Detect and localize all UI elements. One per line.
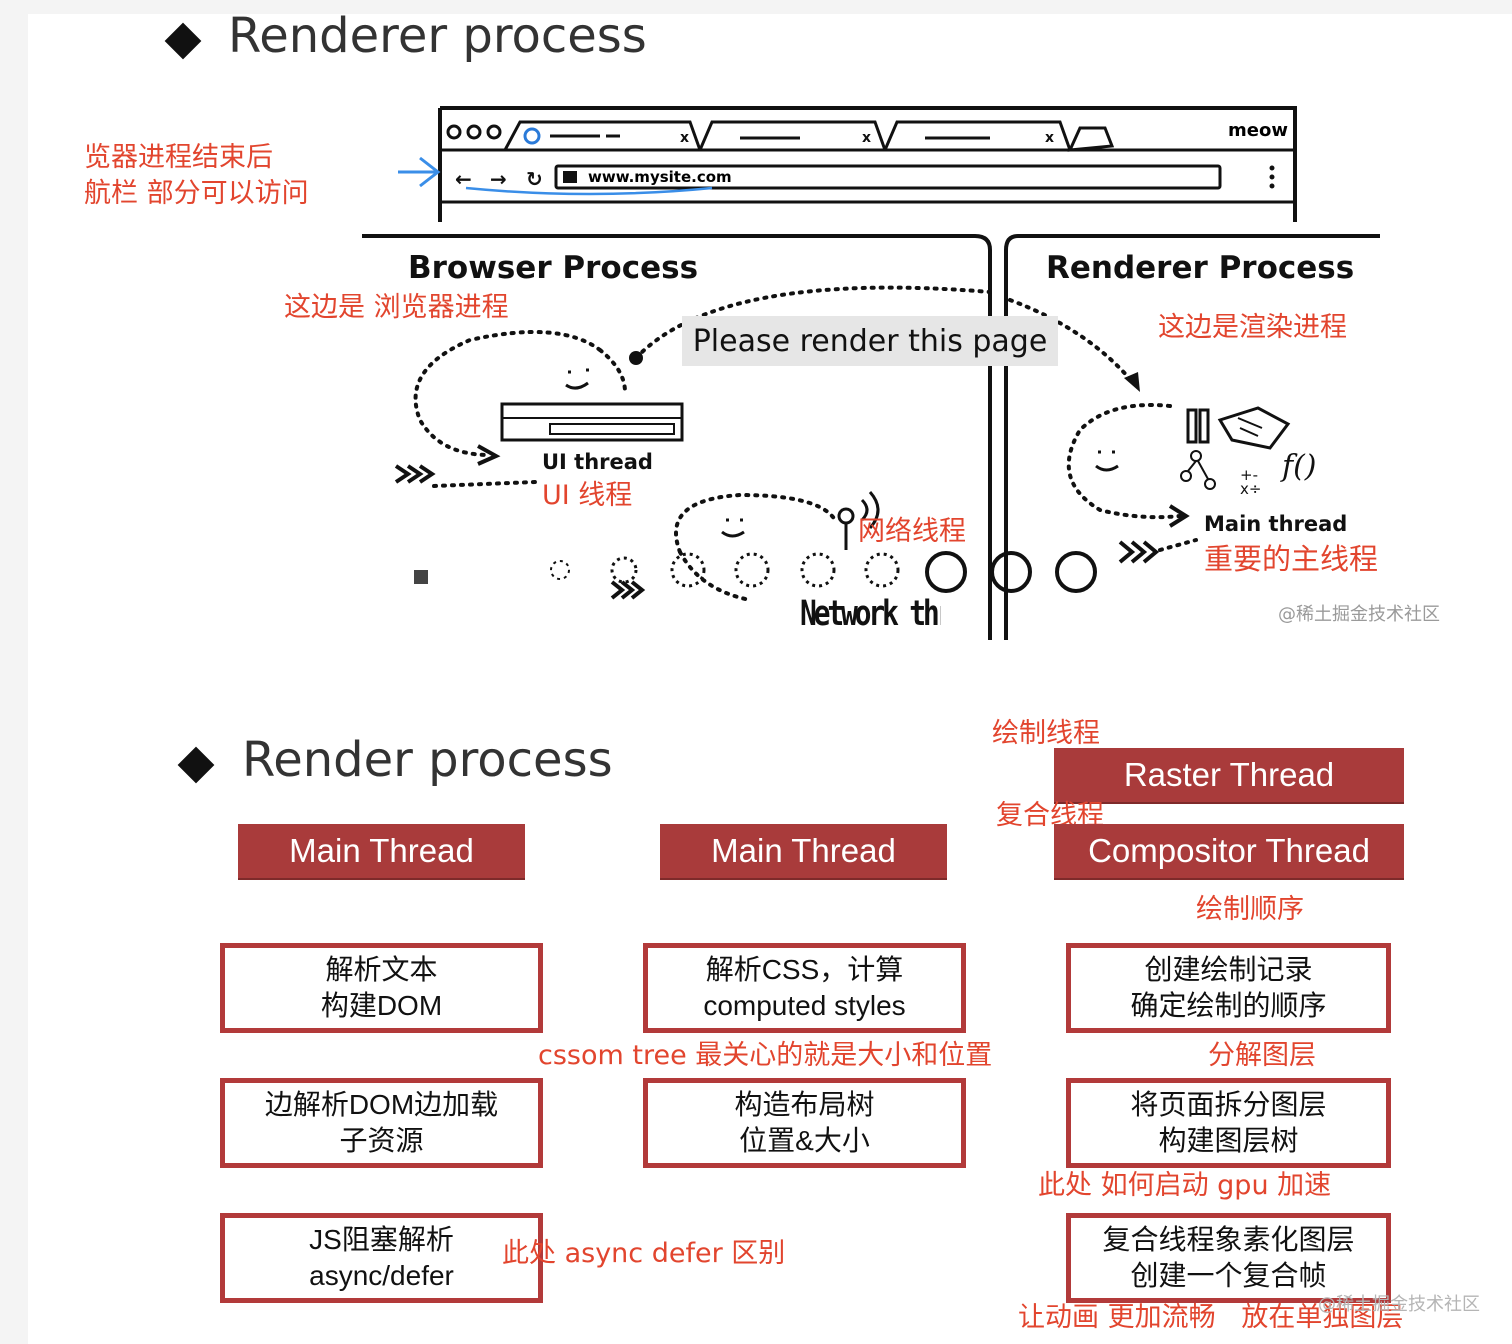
renderer-process-label: Renderer Process: [1046, 250, 1355, 286]
note-animation: 让动画 更加流畅 放在单独图层: [1018, 1302, 1404, 1333]
tab-close-icon: x: [1045, 130, 1054, 146]
compositor-thread-header: Compositor Thread: [1054, 824, 1404, 878]
raster-thread-header: Raster Thread: [1054, 748, 1404, 802]
step-line: 确定绘制的顺序: [1130, 990, 1327, 1021]
back-arrow-icon: ←: [455, 167, 472, 191]
step-line: async/defer: [309, 1260, 454, 1291]
note-ui-thread: UI 线程: [542, 480, 633, 511]
step-line: 创建一个复合帧: [1130, 1260, 1327, 1291]
note-nav-line1: 览器进程结束后: [84, 142, 273, 173]
step-line: 解析CSS，计算: [705, 953, 904, 985]
note-main-thread: 重要的主线程: [1204, 542, 1379, 576]
step-parse-html: 解析文本 构建DOM: [220, 943, 543, 1033]
note-renderer-process: 这边是渲染进程: [1158, 312, 1347, 343]
step-line: 复合线程象素化图层: [1102, 1223, 1355, 1255]
step-line: 解析文本: [325, 953, 438, 985]
svg-text:+-: +-: [1240, 466, 1258, 484]
note-paint-order: 绘制顺序: [1196, 894, 1304, 925]
step-line: 将页面拆分图层: [1130, 1088, 1327, 1120]
step-line: JS阻塞解析: [309, 1223, 454, 1255]
step-paint-records: 创建绘制记录 确定绘制的顺序: [1066, 943, 1391, 1033]
browser-window-illustration: x x x ← → ↻: [362, 106, 1380, 640]
svg-text:x÷: x÷: [1240, 480, 1261, 498]
step-line: 子资源: [339, 1125, 424, 1156]
tab-close-icon: x: [862, 130, 871, 146]
note-nav-line2: 航栏 部分可以访问: [84, 178, 309, 209]
browser-process-label: Browser Process: [408, 250, 699, 286]
step-line: 构建DOM: [320, 990, 443, 1021]
watermark-bottom: @稀土掘金技术社区: [1318, 1294, 1480, 1315]
step-layout-tree: 构造布局树 位置&大小: [643, 1078, 966, 1168]
step-composite-frame: 复合线程象素化图层 创建一个复合帧: [1066, 1213, 1391, 1303]
tab-right-label: meow: [1228, 120, 1288, 141]
step-load-subresources: 边解析DOM边加载 子资源: [220, 1078, 543, 1168]
note-network-thread: 网络线程: [858, 516, 966, 547]
note-layering: 分解图层: [1208, 1040, 1316, 1071]
watermark-top: @稀土掘金技术社区: [1278, 604, 1440, 625]
section1-title: Renderer process: [228, 8, 647, 64]
render-request-message: Please render this page: [682, 316, 1058, 366]
note-cssom: cssom tree 最关心的就是大小和位置: [538, 1040, 993, 1071]
step-line: 位置&大小: [739, 1125, 870, 1156]
main-thread-label: Main thread: [1204, 512, 1348, 536]
step-line: 构建图层树: [1158, 1125, 1299, 1156]
note-async-defer: 此处 async defer 区别: [502, 1238, 786, 1269]
ui-thread-label: UI thread: [542, 450, 653, 474]
step-parse-css: 解析CSS，计算 computed styles: [643, 943, 966, 1033]
tab-close-icon: x: [680, 130, 689, 146]
step-line: 构造布局树: [734, 1088, 875, 1120]
step-line: 创建绘制记录: [1144, 953, 1313, 985]
address-bar-url: www.mysite.com: [588, 168, 732, 186]
forward-arrow-icon: →: [490, 167, 507, 191]
lock-icon: [563, 171, 577, 183]
note-gpu: 此处 如何启动 gpu 加速: [1038, 1170, 1332, 1201]
network-thread-label: Network thread: [800, 594, 941, 634]
main-thread-header-1: Main Thread: [238, 824, 525, 878]
step-line: computed styles: [703, 990, 906, 1021]
reload-icon: ↻: [526, 167, 543, 191]
step-layer-tree: 将页面拆分图层 构建图层树: [1066, 1078, 1391, 1168]
note-browser-process: 这边是 浏览器进程: [284, 292, 509, 323]
svg-text:f(): f(): [1280, 449, 1317, 484]
section2-title: Render process: [242, 732, 613, 788]
step-line: 边解析DOM边加载: [264, 1088, 499, 1120]
step-js-blocking: JS阻塞解析 async/defer: [220, 1213, 543, 1303]
main-thread-header-2: Main Thread: [660, 824, 947, 878]
note-raster-thread: 绘制线程: [992, 718, 1100, 749]
